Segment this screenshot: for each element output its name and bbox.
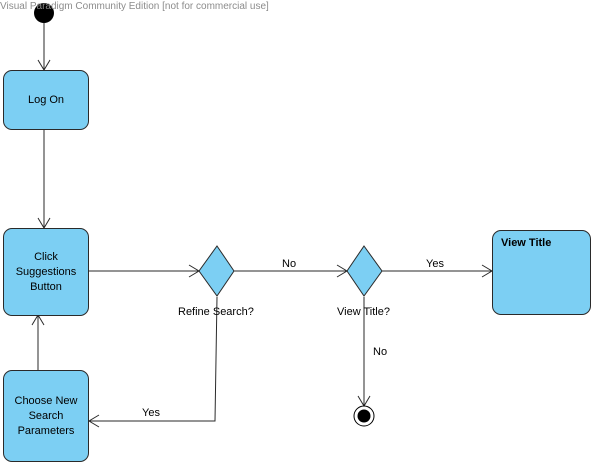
decision-view-title-label: View Title? [337, 306, 390, 318]
node-click-suggestions-button[interactable]: Click Suggestions Button [3, 228, 89, 316]
initial-node[interactable] [34, 3, 54, 23]
node-log-on[interactable]: Log On [3, 70, 89, 130]
edge-label-yes-1: Yes [142, 407, 160, 419]
watermark: Visual Paradigm Community Edition [not f… [0, 1, 269, 12]
edge-label-no-1: No [282, 258, 297, 270]
edge-refine-to-choose [89, 296, 218, 422]
node-choose-new-search-parameters[interactable]: Choose New Search Parameters [3, 370, 89, 462]
decision-refine-search[interactable] [198, 245, 235, 297]
edge-label-no-2: No [373, 346, 388, 358]
node-view-title-label: View Title [501, 237, 552, 249]
node-click-line-1: Click [34, 250, 58, 263]
arrowhead-choose [88, 414, 100, 428]
node-choose-line-2: Search [28, 409, 64, 422]
decision-refine-search-label: Refine Search? [178, 306, 254, 318]
node-view-title[interactable]: View Title [492, 230, 591, 315]
node-click-line-2: Suggestions [15, 265, 77, 278]
decision-view-title[interactable] [346, 245, 383, 297]
final-node-inner [357, 409, 371, 423]
node-click-line-3: Button [30, 280, 62, 293]
node-choose-line-1: Choose New [14, 394, 78, 407]
node-log-on-label: Log On [27, 93, 65, 106]
node-choose-line-3: Parameters [17, 424, 75, 437]
edge-label-yes-2: Yes [426, 258, 444, 270]
